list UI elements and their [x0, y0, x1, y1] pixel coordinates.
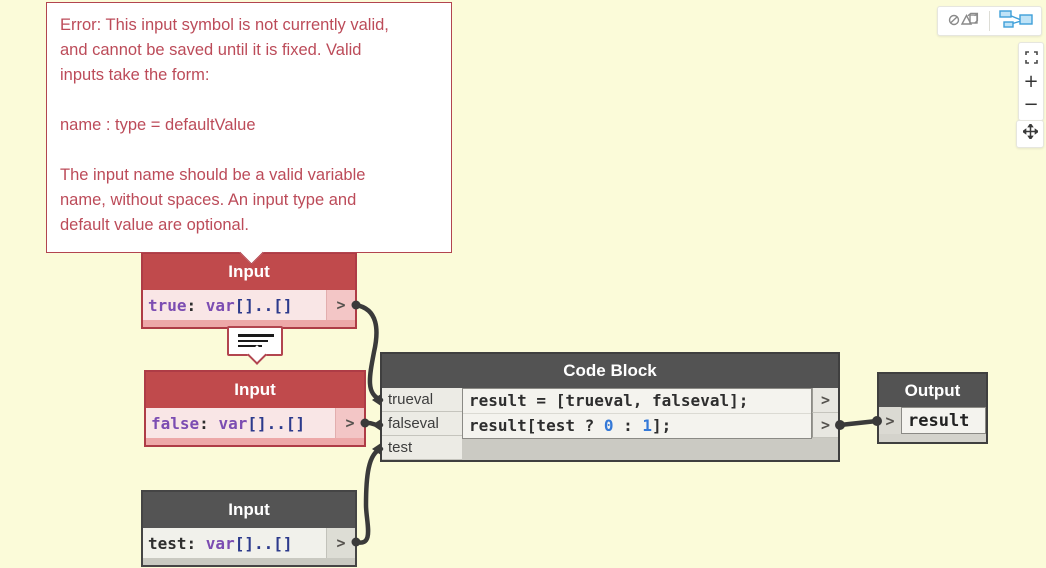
fit-view-icon — [1024, 48, 1038, 69]
output-port-2[interactable]: > — [812, 413, 838, 438]
node-footer — [879, 434, 986, 442]
error-text-line-icon — [238, 334, 274, 337]
error-text-line-icon — [238, 345, 262, 347]
code-line-1[interactable]: result = [trueval, falseval]; — [463, 389, 811, 414]
input-node-false[interactable]: Input false: var[]..[] > — [144, 370, 366, 447]
output-port-1[interactable]: > — [812, 388, 838, 413]
wire-codeblock-to-output[interactable] — [837, 418, 880, 428]
view-mode-toolbar — [937, 6, 1042, 36]
geometry-view-button[interactable] — [938, 7, 989, 35]
collapsed-error-bubble[interactable] — [227, 326, 283, 365]
output-port[interactable]: > — [335, 408, 364, 438]
pan-icon — [1021, 122, 1039, 144]
input-port-test[interactable]: test — [382, 436, 462, 460]
graph-view-icon — [998, 9, 1033, 34]
node-title[interactable]: Output — [879, 374, 986, 407]
error-text-line-icon — [238, 340, 268, 342]
wire-false-to-falseval[interactable] — [362, 420, 384, 428]
node-footer — [143, 320, 355, 327]
graph-view-button[interactable] — [990, 7, 1041, 35]
node-title[interactable]: Input — [146, 372, 364, 408]
output-name-field[interactable]: result — [901, 407, 986, 434]
bubble-tail-down — [247, 345, 267, 365]
code-line-2[interactable]: result[test ? 0 : 1]; — [469, 416, 672, 435]
input-expression-true[interactable]: true: var[]..[] — [143, 290, 326, 320]
zoom-out-button[interactable]: − — [1023, 94, 1039, 115]
code-block-node[interactable]: Code Block trueval falseval test result … — [380, 352, 840, 462]
input-node-true[interactable]: Input true: var[]..[] > — [141, 252, 357, 329]
output-port[interactable]: > — [326, 290, 355, 320]
node-title[interactable]: Code Block — [382, 354, 838, 388]
code-editor[interactable]: result = [trueval, falseval]; result[tes… — [462, 388, 812, 439]
input-port-trueval[interactable]: trueval — [382, 388, 462, 412]
output-port[interactable]: > — [326, 528, 355, 558]
node-footer — [146, 438, 364, 445]
input-expression-false[interactable]: false: var[]..[] — [146, 408, 335, 438]
pan-button[interactable] — [1016, 120, 1044, 148]
output-node[interactable]: Output > result — [877, 372, 988, 444]
fit-view-button[interactable] — [1019, 47, 1043, 70]
navigation-toolbar: + − — [1018, 42, 1044, 121]
error-tooltip-text: Error: This input symbol is not currentl… — [60, 16, 389, 234]
wire-test-to-test[interactable] — [353, 446, 384, 545]
input-port[interactable]: > — [879, 407, 901, 434]
zoom-in-button[interactable]: + — [1023, 71, 1039, 92]
input-port-falseval[interactable]: falseval — [382, 412, 462, 436]
toolbar-divider — [989, 11, 990, 31]
error-tooltip: Error: This input symbol is not currentl… — [46, 2, 452, 265]
node-title[interactable]: Input — [143, 492, 355, 528]
geometry-preview-icon — [948, 10, 980, 33]
input-node-test[interactable]: Input test: var[]..[] > — [141, 490, 357, 567]
input-expression-test[interactable]: test: var[]..[] — [143, 528, 326, 558]
node-footer — [143, 558, 355, 565]
